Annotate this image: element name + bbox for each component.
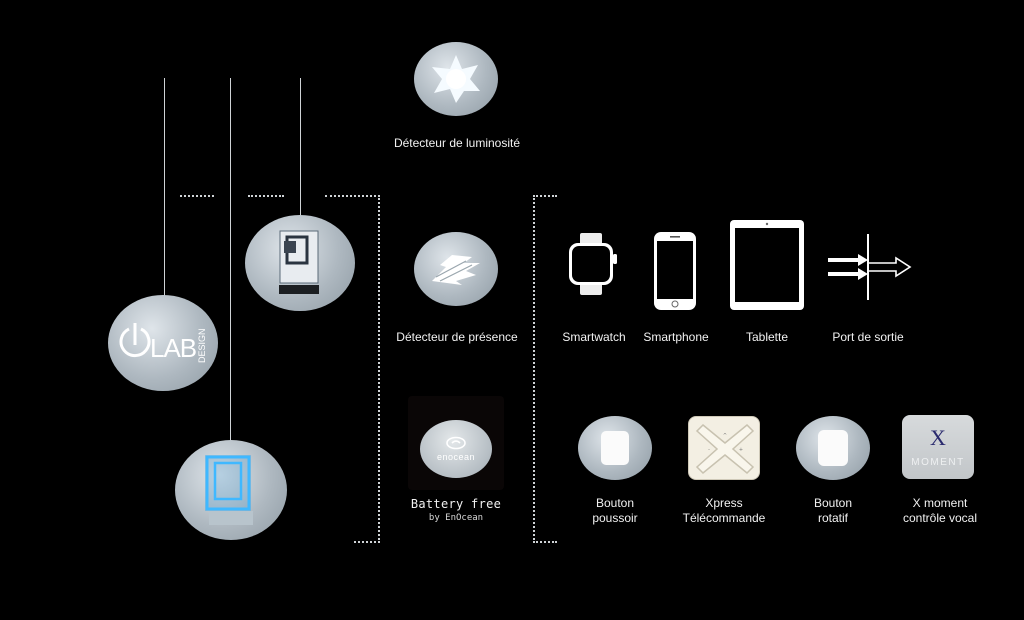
panel-icon <box>279 230 319 294</box>
xpress-remote-tile: ^ - + <box>688 416 760 480</box>
connector-dotted-1 <box>180 195 214 197</box>
xpress-label: Xpress Télécommande <box>682 496 766 525</box>
rotary-button-label: Bouton rotatif <box>813 496 853 525</box>
brightness-sensor-label: Détecteur de luminosité <box>393 136 521 150</box>
hanging-wire-logo <box>164 78 165 296</box>
hanging-wire-glow-panel <box>230 78 231 448</box>
xmoment-tile: X MOMENT <box>902 415 974 479</box>
xpress-cross-icon: ^ - + <box>695 423 755 475</box>
smartphone-icon <box>654 232 696 310</box>
rotary-button-icon <box>818 430 848 466</box>
presence-sensor-label: Détecteur de présence <box>396 330 518 344</box>
xmoment-x-logo: X <box>930 425 946 450</box>
bracket-right <box>533 195 535 543</box>
xmoment-label: X moment contrôle vocal <box>902 496 978 525</box>
enocean-swirl-icon <box>446 436 466 450</box>
svg-text:-: - <box>708 447 710 453</box>
push-button-bubble <box>578 416 652 480</box>
smartphone-device <box>653 231 697 316</box>
tablet-device <box>729 219 805 316</box>
rotary-button-bubble <box>796 416 870 480</box>
enocean-word: enocean <box>436 452 476 462</box>
glow-panel-bubble <box>175 440 287 540</box>
svg-text:LAB: LAB <box>150 333 196 363</box>
glow-panel-icon <box>205 455 253 525</box>
smartphone-label: Smartphone <box>643 330 709 344</box>
sun-star-icon <box>432 55 480 103</box>
svg-text:DESIGN: DESIGN <box>197 328 207 363</box>
enocean-logo: enocean <box>420 420 492 478</box>
smartwatch-icon <box>569 233 617 295</box>
xmoment-word: MOMENT <box>911 457 965 468</box>
hanging-wire-panel <box>300 78 301 218</box>
smartwatch-device <box>565 232 619 301</box>
logo-bubble: LAB DESIGN <box>108 295 218 391</box>
brightness-sensor-bubble <box>414 42 498 116</box>
battery-free-subtitle: by EnOcean <box>428 513 484 523</box>
ilab-design-logo: LAB DESIGN <box>119 323 207 363</box>
motion-sensor-icon <box>432 255 480 285</box>
bracket-left-bottom <box>354 541 380 543</box>
arrows-through-line-icon <box>828 234 912 300</box>
svg-text:+: + <box>739 447 743 453</box>
bracket-right-top <box>533 195 557 197</box>
connector-dotted-3 <box>325 195 380 197</box>
smartwatch-label: Smartwatch <box>562 330 626 344</box>
connector-dotted-2 <box>248 195 284 197</box>
svg-text:^: ^ <box>723 433 727 439</box>
output-port-label: Port de sortie <box>832 330 904 344</box>
tablet-icon <box>730 220 804 310</box>
tablet-label: Tablette <box>745 330 789 344</box>
push-button-label: Bouton poussoir <box>592 496 638 525</box>
output-port-device <box>826 234 912 305</box>
presence-sensor-bubble <box>414 232 498 306</box>
battery-free-title: Battery free <box>410 497 502 511</box>
bracket-left <box>378 195 380 543</box>
push-button-icon <box>601 431 629 465</box>
bracket-right-bottom <box>533 541 557 543</box>
panel-bubble <box>245 215 355 311</box>
